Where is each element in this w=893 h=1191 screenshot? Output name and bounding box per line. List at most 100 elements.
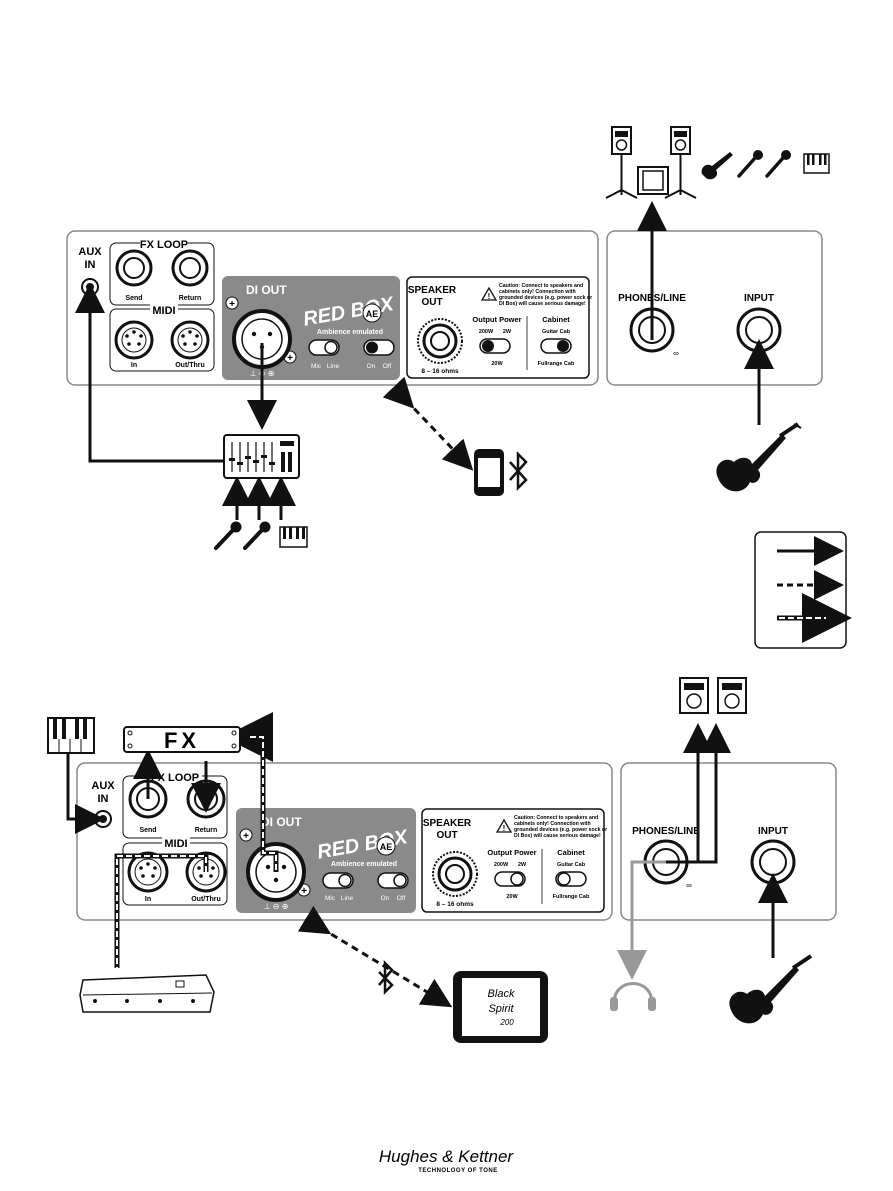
caution-line-1: Caution: Connect to speakers and: [514, 815, 598, 821]
plus-icon: [239, 828, 253, 842]
aux-in-label-1: AUX: [91, 780, 115, 792]
midi-in-label: In: [145, 896, 151, 903]
aux-in-label-2: IN: [85, 259, 96, 271]
brand-logo: Hughes & Kettner TECHNOLOGY OF TONE: [379, 1147, 515, 1174]
speaker-out-label-2: OUT: [421, 297, 442, 308]
ambience-label: Ambience emulated: [331, 861, 397, 868]
guitar-cab-label: Guitar Cab: [557, 862, 586, 868]
microphone-icon: [765, 150, 791, 178]
midi-in-jack[interactable]: [114, 320, 154, 360]
off-label: Off: [397, 895, 406, 902]
di-out-label: DI OUT: [261, 815, 302, 829]
fx-loop-label: FX LOOP: [151, 772, 199, 784]
footswitch-icon: [79, 974, 215, 1013]
power-200w: 200W: [494, 862, 509, 868]
midi-out-jack[interactable]: [170, 320, 210, 360]
ae-badge: AE: [380, 842, 393, 852]
on-label: On: [381, 895, 390, 902]
brand-name: Hughes & Kettner: [379, 1147, 515, 1166]
keyboard-icon: [803, 153, 830, 174]
speaker-out-label-1: SPEAKER: [423, 818, 472, 829]
microphone-icon: [737, 150, 763, 178]
mixer-icon: [223, 434, 300, 479]
caution-line-3: grounded devices (e.g. power sock or: [499, 295, 592, 301]
svg-text:!: !: [488, 292, 491, 301]
fx-loop-label: FX LOOP: [140, 239, 188, 251]
brand-tagline: TECHNOLOGY OF TONE: [418, 1168, 497, 1174]
speaker-out-label-2: OUT: [436, 830, 457, 841]
tablet-app-label-1: Black: [488, 988, 515, 1000]
microphone-icon: [243, 521, 271, 550]
tablet-app-label-3: 200: [499, 1018, 514, 1027]
headphone-symbol-icon: ∞: [673, 349, 679, 358]
headphone-symbol-icon: ∞: [686, 881, 692, 890]
smartphone-icon: [474, 449, 504, 496]
ohms-label: 8 – 16 ohms: [436, 901, 474, 908]
midi-in-label: In: [131, 362, 137, 369]
power-20w: 20W: [491, 361, 503, 367]
midi-label: MIDI: [164, 838, 187, 850]
electric-guitar-icon: [729, 954, 813, 1024]
amp-panel-bottom: AUX IN FX LOOP Send Return MIDI In Out/T…: [76, 762, 837, 921]
plus-icon: [225, 296, 239, 310]
mic-label: Mic: [325, 895, 336, 902]
svg-text:+: +: [287, 353, 293, 364]
mic-label: Mic: [311, 363, 322, 370]
svg-text:+: +: [229, 299, 235, 310]
microphone-icon: [214, 521, 242, 550]
phones-line-label: PHONES/LINE: [632, 826, 700, 837]
svg-text:+: +: [301, 886, 307, 897]
midi-out-label: Out/Thru: [175, 362, 205, 369]
tablet-app-label-2: Spirit: [488, 1003, 514, 1015]
guitar-cab-label: Guitar Cab: [542, 329, 571, 335]
bluetooth-icon: [509, 450, 528, 492]
ae-badge: AE: [366, 309, 379, 319]
fx-return-label: Return: [195, 827, 218, 834]
midi-out-label: Out/Thru: [191, 896, 221, 903]
fullrange-cab-label: Fullrange Cab: [553, 894, 590, 900]
guitar-small-icon: [701, 152, 733, 180]
pa-system-icon: [605, 126, 697, 199]
caution-line-2: cabinets only! Connection with: [514, 821, 591, 827]
fullrange-cab-label: Fullrange Cab: [538, 361, 575, 367]
speaker-out-label-1: SPEAKER: [408, 285, 457, 296]
svg-text:!: !: [503, 824, 506, 833]
cable-type-legend: [754, 531, 852, 649]
svg-text:+: +: [243, 831, 249, 842]
electric-guitar-icon: [716, 422, 802, 492]
keyboard-icon: [279, 526, 308, 548]
power-20w: 20W: [506, 894, 518, 900]
caution-line-1: Caution: Connect to speakers and: [499, 283, 583, 289]
svg-text:⊥ ⊖ ⊕: ⊥ ⊖ ⊕: [264, 902, 289, 911]
caution-line-2: cabinets only! Connection with: [499, 289, 576, 295]
keyboard-icon: [47, 717, 95, 754]
off-label: Off: [383, 363, 392, 370]
output-power-label: Output Power: [472, 315, 521, 324]
fx-return-label: Return: [179, 295, 202, 302]
fx-unit-icon: FX: [123, 726, 241, 753]
headphones-icon: [610, 982, 656, 1011]
caution-line-4: DI Box) will cause serious damage!: [514, 833, 601, 839]
caution-line-4: DI Box) will cause serious damage!: [499, 301, 586, 307]
power-2w: 2W: [503, 329, 512, 335]
aux-in-label-2: IN: [98, 793, 109, 805]
power-200w: 200W: [479, 329, 494, 335]
power-2w: 2W: [518, 862, 527, 868]
di-out-label: DI OUT: [246, 283, 287, 297]
ambience-label: Ambience emulated: [317, 329, 383, 336]
aux-in-label-1: AUX: [78, 246, 102, 258]
fx-send-label: Send: [125, 295, 142, 302]
bluetooth-icon: [378, 959, 394, 996]
line-label: Line: [341, 895, 354, 902]
warning-icon: [480, 286, 498, 301]
ohms-label: 8 – 16 ohms: [421, 368, 459, 375]
input-label: INPUT: [758, 826, 788, 837]
fx-unit-label: FX: [164, 728, 200, 753]
line-label: Line: [327, 363, 340, 370]
input-label: INPUT: [744, 293, 774, 304]
caution-line-3: grounded devices (e.g. power sock or: [514, 827, 607, 833]
midi-label: MIDI: [152, 305, 175, 317]
cabinet-label: Cabinet: [557, 848, 585, 857]
output-power-label: Output Power: [487, 848, 536, 857]
